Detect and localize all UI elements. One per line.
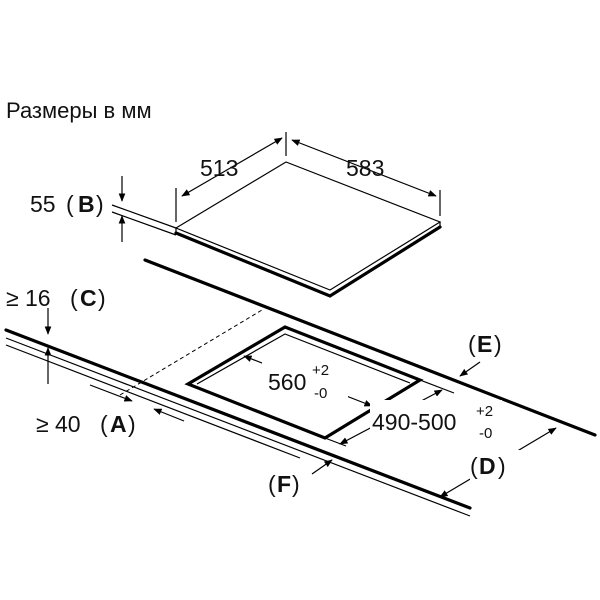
dim-height: 55 ( B ): [30, 176, 177, 242]
dim-cutout-width: 560 +2 -0: [243, 355, 373, 407]
paren-close-d: ): [498, 453, 506, 479]
countertop: [4, 258, 597, 517]
dim-d: ( D ): [439, 427, 557, 498]
paren-open-b: (: [66, 191, 74, 217]
paren-open-d: (: [470, 453, 478, 479]
dim-min-thickness: ≥ 16 ( C ): [6, 285, 106, 384]
label-a: A: [110, 411, 127, 437]
dim-width-label: 583: [346, 155, 384, 181]
hob-front-edge: [174, 225, 442, 298]
dim-min-front-distance: ≥ 40 ( A ): [36, 384, 185, 437]
label-c: C: [80, 285, 97, 311]
paren-open-e: (: [468, 331, 476, 357]
dim-cutout-width-tol-down: -0: [314, 385, 327, 402]
dim-depth: 513: [175, 132, 287, 222]
dim-cutout-depth-value: 490-500: [372, 409, 456, 435]
paren-open-f: (: [268, 471, 276, 497]
callout-e: ( E ): [459, 331, 502, 377]
dim-cutout-depth-tol-up: +2: [476, 403, 493, 420]
dim-cutout-width-tol-up: +2: [312, 362, 329, 379]
dim-height-value: 55: [30, 191, 56, 217]
countertop-front-top-edge: [4, 328, 472, 510]
hob-top-surface: [174, 161, 442, 291]
countertop-front-bottom-edge: [5, 337, 471, 517]
label-d: D: [479, 453, 496, 479]
countertop-front-lower-edge: [5, 344, 301, 459]
paren-close-e: ): [494, 331, 502, 357]
dim-min-thickness-value: ≥ 16: [6, 285, 51, 311]
label-e: E: [477, 331, 492, 357]
callout-f: ( F ): [268, 459, 333, 497]
dim-cutout-depth-tol-down: -0: [479, 425, 492, 442]
countertop-back-edge: [143, 258, 597, 437]
dim-min-front-value: ≥ 40: [36, 411, 81, 437]
paren-close-f: ): [292, 471, 300, 497]
paren-close-c: ): [98, 285, 106, 311]
diagram-title: Размеры в мм: [6, 98, 152, 123]
label-b: B: [78, 191, 95, 217]
paren-open-a: (: [100, 411, 108, 437]
dim-depth-label: 513: [200, 155, 238, 181]
paren-open-c: (: [70, 285, 78, 311]
dim-cutout-width-value: 560: [268, 369, 306, 395]
dim-width: 583: [291, 139, 441, 216]
paren-close-b: ): [96, 191, 104, 217]
label-f: F: [277, 471, 291, 497]
paren-close-a: ): [128, 411, 136, 437]
